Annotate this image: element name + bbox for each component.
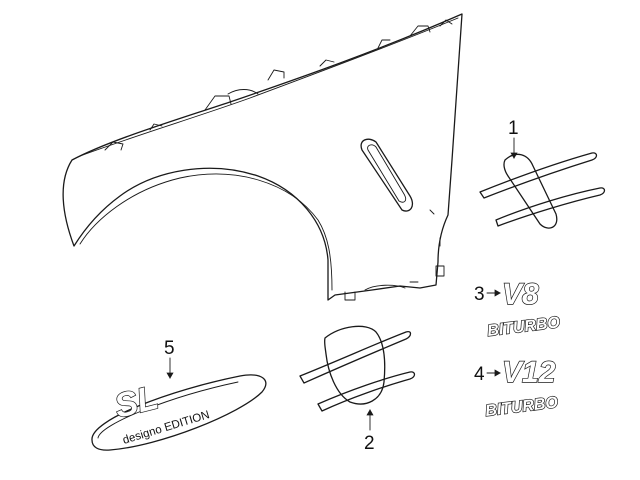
fender-top-flange: [79, 17, 459, 157]
v12-model-text: V12: [502, 356, 556, 389]
part-4-v12-biturbo-badge: V12 BITURBO: [484, 355, 560, 420]
fender-outline: [62, 13, 463, 301]
callout-3: 3: [474, 284, 501, 305]
callout-5-number: 5: [164, 338, 175, 359]
wheel-arch-lip: [79, 173, 333, 291]
fender-lower-brackets: [344, 281, 419, 301]
grille-1-mesh: [503, 153, 558, 229]
v8-biturbo-text: BITURBO: [486, 314, 561, 340]
sl-model-text: SL: [111, 378, 162, 425]
sl-badge-plate: [91, 374, 267, 451]
sl-badge-plate-edge: [97, 381, 239, 439]
callout-3-number: 3: [474, 284, 485, 305]
grille-2-upper-bar: [299, 330, 412, 384]
callout-2-number: 2: [364, 433, 375, 454]
side-vent-inner: [367, 144, 407, 203]
side-vent-opening: [360, 138, 414, 212]
callout-4-number: 4: [474, 364, 485, 385]
callout-2: 2: [364, 409, 375, 454]
grille-1-lower-bar: [495, 187, 606, 227]
part-1-upper-grille-badge: [479, 152, 606, 229]
fender-detail-marks: [429, 209, 445, 277]
v8-model-text: V8: [502, 278, 539, 311]
callout-1: 1: [508, 118, 519, 159]
callout-5: 5: [164, 338, 175, 379]
fender-mount-tabs: [104, 25, 431, 151]
callout-4: 4: [474, 364, 501, 385]
grille-2-lower-bar: [317, 371, 416, 412]
part-2-lower-grille-badge: [299, 325, 416, 412]
front-fender: [62, 13, 463, 301]
grille-1-upper-bar: [479, 152, 598, 199]
callout-1-number: 1: [508, 118, 519, 139]
part-3-v8-biturbo-badge: V8 BITURBO: [486, 277, 562, 340]
grille-2-mesh: [323, 325, 386, 405]
v12-biturbo-text: BITURBO: [484, 394, 559, 420]
fender-mount-tabs-2: [149, 19, 453, 131]
part-5-sl-designo-badge: SL designo EDITION: [91, 374, 267, 451]
